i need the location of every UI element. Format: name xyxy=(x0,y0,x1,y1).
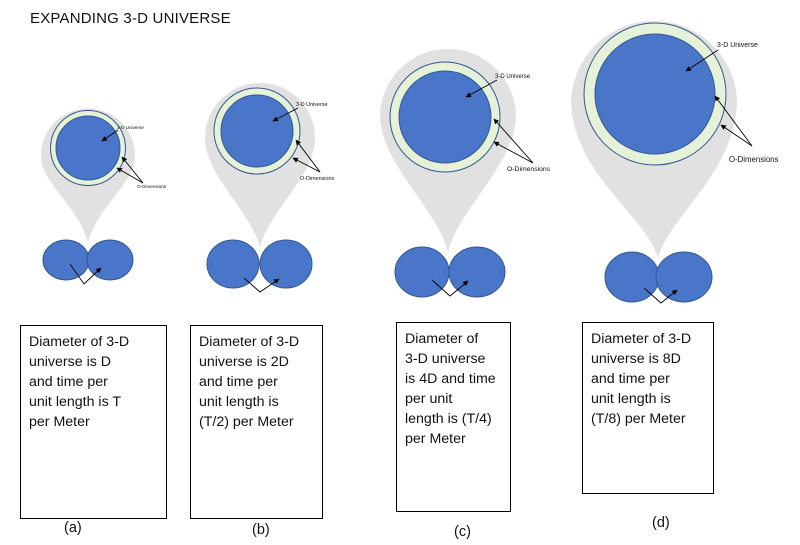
panel-a-connector xyxy=(69,263,102,285)
panel-a-dimensions-arrow-2 xyxy=(116,167,144,184)
panel-c-universe-label: 3-D Universe xyxy=(495,74,531,80)
panel-b-description: Diameter of 3-D universe is 2D and time … xyxy=(199,334,300,430)
panel-a-bottom-left-sphere xyxy=(42,239,90,281)
panel-d-universe-label: 3-D Universe xyxy=(717,42,758,49)
panel-c-connector xyxy=(431,279,469,297)
panel-a-universe-sphere xyxy=(55,115,121,181)
panel-b-connector xyxy=(243,277,280,293)
panel-b-caption: (b) xyxy=(252,522,270,538)
panel-d-bottom-right-sphere xyxy=(655,251,713,303)
panel-a-description-box: Diameter of 3-D universe is D and time p… xyxy=(20,325,167,519)
panel-d-universe-arrow xyxy=(685,49,719,72)
panel-d-figure: 3-D Universe O-Dimensions xyxy=(571,20,778,304)
panel-a-dimensions-arrow-1 xyxy=(121,156,144,184)
panel-d-caption: (d) xyxy=(652,515,670,531)
panel-d-dimensions-label: O-Dimensions xyxy=(729,155,778,164)
panel-b-universe-label: 3-D Universe xyxy=(296,102,327,108)
panel-c-bottom-left-sphere xyxy=(394,246,450,298)
panel-a-description: Diameter of 3-D universe is D and time p… xyxy=(29,334,130,430)
panel-b-universe-sphere xyxy=(220,94,294,168)
panel-c-figure: 3-D Universe O-Dimensions xyxy=(380,49,551,298)
diagram-title: EXPANDING 3-D UNIVERSE xyxy=(30,10,231,27)
panel-b-bottom-left-sphere xyxy=(206,239,260,289)
panel-c-universe-arrow xyxy=(465,79,498,98)
panel-c-universe-sphere xyxy=(398,70,492,164)
panel-b-dimensions-label: O-Dimensions xyxy=(300,176,334,182)
panel-a-dimensions-label: O-Dimensions xyxy=(137,184,167,189)
panel-b-dimensions-arrow-1 xyxy=(295,139,321,173)
panel-d-description-box: Diameter of 3-D universe is 8D and time … xyxy=(582,322,714,494)
panel-b-bottom-right-sphere xyxy=(259,239,313,289)
panel-a-universe-label: 3-D Universe xyxy=(117,125,144,130)
panel-d-dimensions-arrow-1 xyxy=(714,95,753,147)
panel-d-dimensions-arrow-2 xyxy=(720,124,753,147)
panel-c-description: Diameter of 3-D universe is 4D and time … xyxy=(405,331,496,447)
panel-b-universe-arrow xyxy=(272,107,299,122)
panel-c-description-box: Diameter of 3-D universe is 4D and time … xyxy=(396,322,511,512)
panel-c-caption: (c) xyxy=(454,524,471,540)
panel-d-connector xyxy=(643,287,678,304)
panel-a-figure: 3-D Universe O-Dimensions xyxy=(41,108,167,285)
panel-c-dimensions-arrow-2 xyxy=(493,141,534,164)
panel-d-description: Diameter of 3-D universe is 8D and time … xyxy=(591,331,692,427)
panel-b-figure: 3-D Universe O-Dimensions xyxy=(205,83,334,293)
panel-a-bottom-right-sphere xyxy=(86,239,134,281)
panel-d-universe-sphere xyxy=(594,33,716,155)
panel-a-universe-arrow xyxy=(101,129,119,142)
panel-b-dimensions-arrow-2 xyxy=(292,157,321,173)
panel-b-description-box: Diameter of 3-D universe is 2D and time … xyxy=(190,325,323,519)
panel-c-dimensions-arrow-1 xyxy=(493,118,534,164)
panel-c-dimensions-label: O-Dimensions xyxy=(507,166,551,173)
panel-a-caption: (a) xyxy=(64,520,82,536)
